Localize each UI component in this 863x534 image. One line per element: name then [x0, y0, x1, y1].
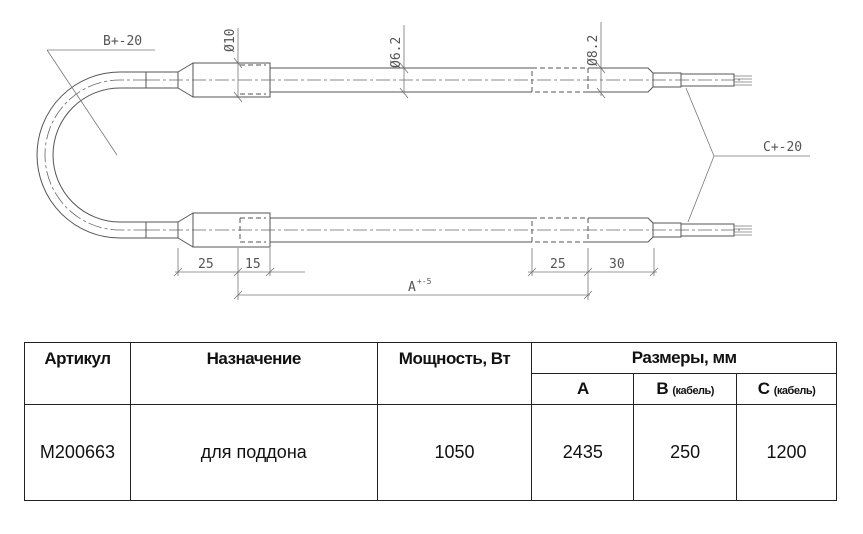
header-c-note: (кабель) — [773, 385, 816, 397]
dim-a-tolerance: +-5 — [417, 277, 432, 286]
subheader-row: A B (кабель) C (кабель) — [25, 373, 837, 405]
cell-b: 250 — [633, 404, 738, 501]
c-tolerance-label: C+-20 — [763, 140, 802, 155]
dim-15: 15 — [245, 257, 261, 272]
dim-25-right: 25 — [550, 257, 566, 272]
header-c-letter: C — [757, 379, 770, 398]
cell-a: 2435 — [531, 404, 635, 501]
header-row: Артикул Назначение Мощность, Вт Размеры,… — [24, 342, 837, 405]
cable-bend — [36, 71, 147, 239]
header-b-letter: B — [656, 379, 669, 398]
header-a: A — [531, 373, 635, 405]
cell-purpose: для поддона — [129, 404, 378, 501]
header-article: Артикул — [24, 342, 131, 405]
header-power: Мощность, Вт — [376, 342, 533, 405]
bottom-heater-tube — [145, 212, 752, 248]
cell-c: 1200 — [736, 404, 837, 501]
top-heater-tube — [145, 62, 752, 98]
specs-table: Артикул Назначение Мощность, Вт Размеры,… — [24, 342, 837, 501]
c-length-leader: C+-20 — [685, 87, 810, 223]
b-length-leader: B+-20 — [46, 34, 155, 156]
diameter-10-label: Ø10 — [223, 29, 238, 52]
dim-25-left: 25 — [198, 257, 214, 272]
dim-30: 30 — [609, 257, 625, 272]
heater-technical-drawing: Ø10 Ø6.2 Ø8.2 B+-20 C+-20 25 15 25 30 A … — [36, 22, 810, 300]
diameter-6-2-label: Ø6.2 — [389, 37, 404, 68]
dim-a: A — [408, 280, 416, 295]
header-b-note: (кабель) — [672, 385, 714, 397]
cell-power: 1050 — [376, 404, 533, 501]
diameter-8-2-label: Ø8.2 — [586, 35, 601, 66]
header-c: C (кабель) — [736, 373, 837, 405]
cell-article: M200663 — [24, 404, 131, 501]
diameter-callouts: Ø10 Ø6.2 Ø8.2 — [223, 22, 606, 103]
table-row: M200663 для поддона 1050 2435 250 1200 — [24, 404, 837, 501]
b-tolerance-label: B+-20 — [103, 34, 142, 49]
header-b: B (кабель) — [633, 373, 738, 405]
dimension-lines: 25 15 25 30 A +-5 — [173, 248, 659, 300]
header-sizes: Размеры, мм — [531, 342, 837, 374]
header-purpose: Назначение — [129, 342, 378, 405]
